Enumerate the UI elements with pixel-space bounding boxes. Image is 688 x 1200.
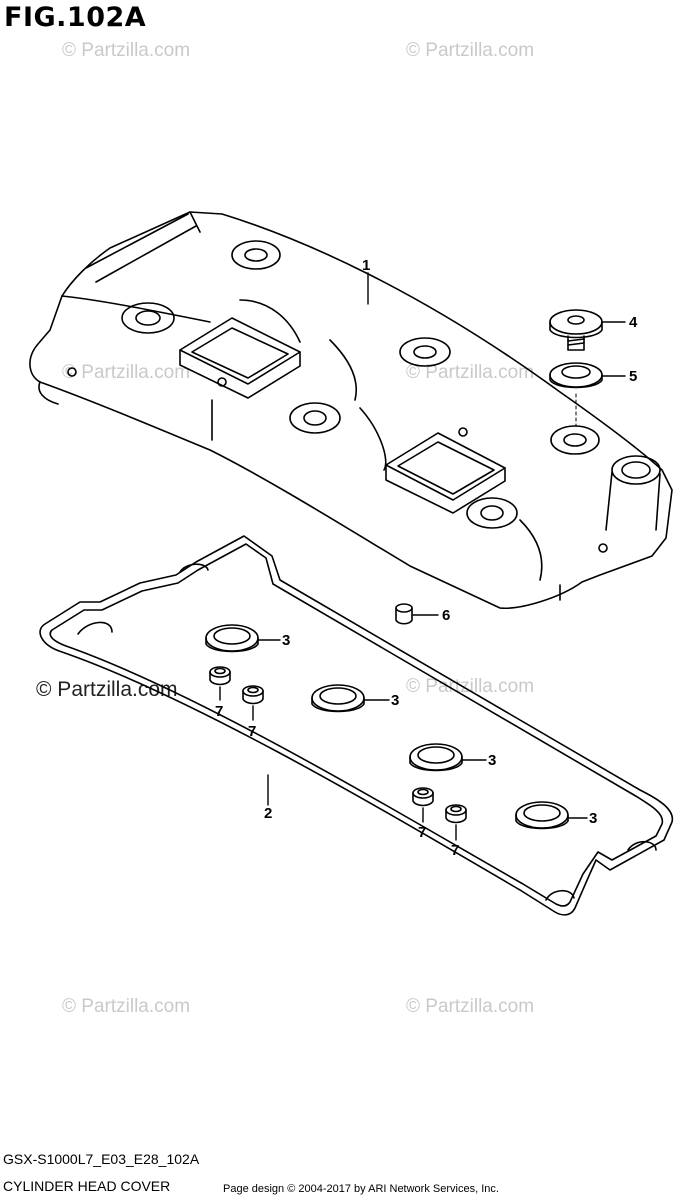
figure-title: FIG.102A [4,2,147,33]
watermark: © Partzilla.com [406,40,535,61]
callout-label-6[interactable]: 6 [442,607,451,624]
plug-hole-seal[interactable] [205,624,259,653]
bolt-grommet[interactable] [412,787,434,807]
callout-label-7[interactable]: 7 [451,842,460,859]
callout-label-4[interactable]: 4 [629,314,638,331]
callout-label-3[interactable]: 3 [488,752,497,769]
plug-hole-seal[interactable] [311,684,365,713]
callout-label-7[interactable]: 7 [418,824,427,841]
diagram-name: CYLINDER HEAD COVER [3,1178,171,1194]
bolt-grommet[interactable] [209,666,231,686]
bolt-grommet[interactable] [242,685,264,705]
diagram-code: GSX-S1000L7_E03_E28_102A [3,1151,200,1167]
watermark: © Partzilla.com [62,362,191,383]
callout-label-3[interactable]: 3 [282,632,291,649]
cover-gasket[interactable] [39,535,674,916]
cylinder-head-cover[interactable] [29,211,673,609]
copyright-notice: Page design © 2004-2017 by ARI Network S… [223,1183,499,1195]
cover-bolt[interactable] [549,309,603,351]
watermark: © Partzilla.com [406,996,535,1017]
callout-label-1[interactable]: 1 [362,257,371,274]
bolt-washer[interactable] [549,362,603,389]
callout-label-3[interactable]: 3 [391,692,400,709]
plug-hole-seal[interactable] [409,743,463,772]
callout-label-2[interactable]: 2 [264,805,273,822]
watermark: © Partzilla.com [406,362,535,383]
bolt-grommet[interactable] [445,804,467,824]
dowel-pin[interactable] [395,603,413,625]
plug-hole-seal[interactable] [515,801,569,830]
watermark: © Partzilla.com [62,40,191,61]
callout-label-3[interactable]: 3 [589,810,598,827]
watermark: © Partzilla.com [62,996,191,1017]
callout-label-7[interactable]: 7 [248,723,257,740]
callout-label-7[interactable]: 7 [215,703,224,720]
callout-label-5[interactable]: 5 [629,368,638,385]
